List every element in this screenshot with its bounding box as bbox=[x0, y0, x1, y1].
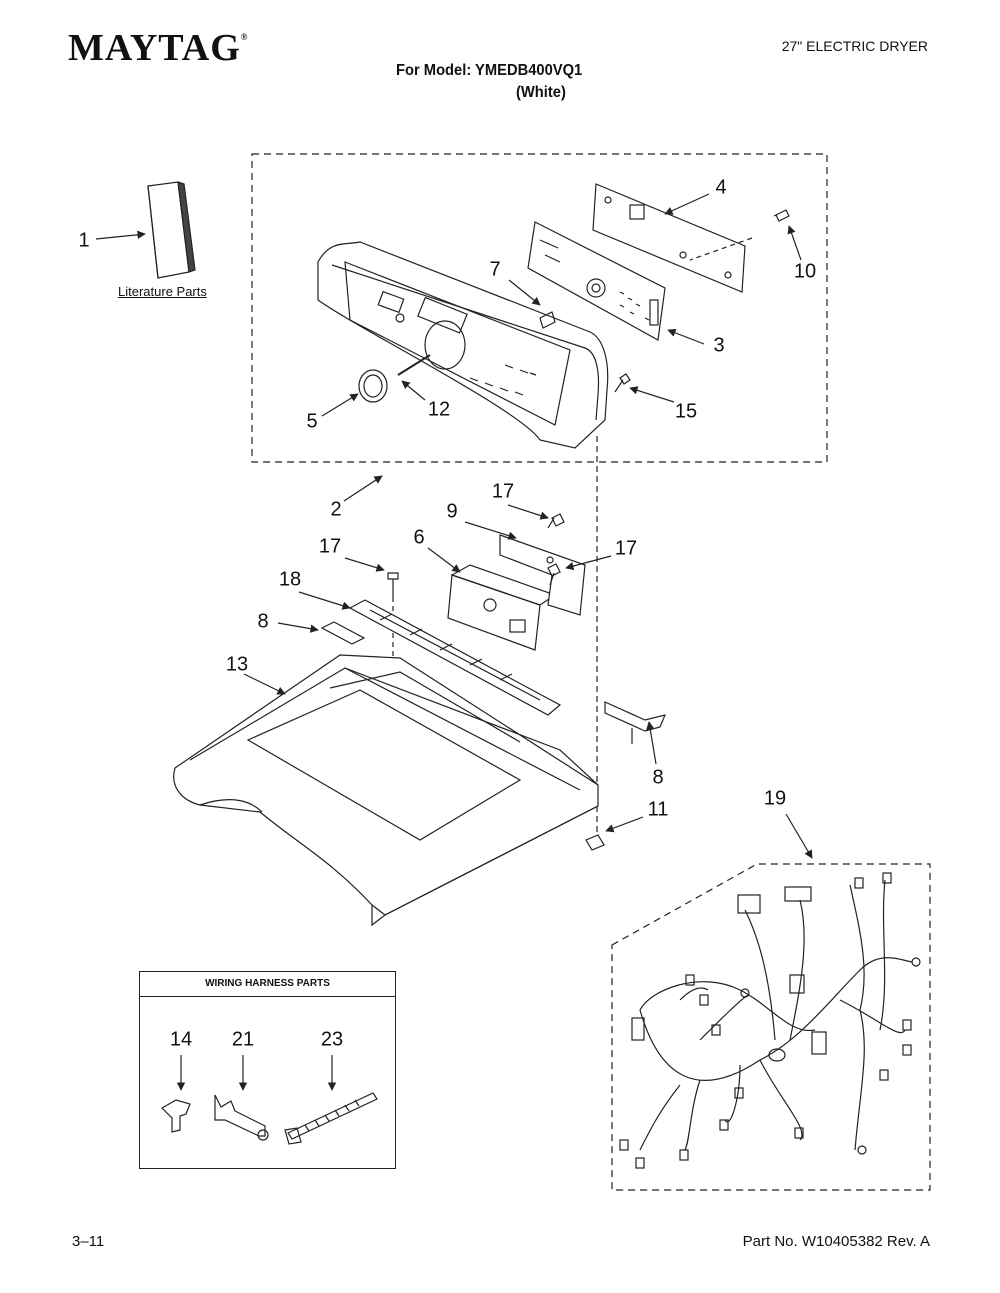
console-rear-panel-part bbox=[592, 183, 746, 293]
product-title: 27" ELECTRIC DRYER bbox=[781, 38, 928, 54]
screw-17-part bbox=[547, 513, 565, 529]
literature-booklet-part bbox=[147, 181, 196, 279]
callout-6: 6 bbox=[413, 526, 425, 549]
wire-connector-part bbox=[214, 1094, 269, 1141]
callout-11: 11 bbox=[647, 798, 669, 821]
callout-1: 1 bbox=[78, 229, 90, 252]
wire-clip-part bbox=[161, 1099, 191, 1133]
callout-14: 14 bbox=[169, 1028, 193, 1051]
callout-19: 19 bbox=[763, 787, 787, 810]
screw-10-part bbox=[773, 209, 790, 222]
screw-11-part bbox=[585, 834, 605, 851]
screw-17-part bbox=[387, 572, 399, 597]
wiring-harness-part bbox=[619, 872, 921, 1169]
control-console-part bbox=[317, 241, 609, 449]
callout-17a: 17 bbox=[491, 480, 515, 503]
revision-date: 3–11 bbox=[72, 1233, 105, 1250]
callout-17b: 17 bbox=[318, 535, 342, 558]
screw-15-part bbox=[614, 373, 631, 393]
hose-clip-part bbox=[604, 701, 667, 732]
model-number: For Model: YMEDB400VQ1 bbox=[396, 62, 583, 79]
callout-21: 21 bbox=[231, 1028, 255, 1051]
callout-4: 4 bbox=[715, 176, 727, 199]
cable-tie-part bbox=[284, 1092, 378, 1145]
mounting-bracket-part bbox=[499, 534, 586, 616]
knob-bezel-part bbox=[358, 369, 388, 403]
console-strip-part bbox=[348, 599, 562, 716]
callout-23: 23 bbox=[320, 1028, 344, 1051]
literature-parts-label: Literature Parts bbox=[118, 284, 207, 299]
callout-18: 18 bbox=[278, 568, 302, 591]
brand-logo: MAYTAG® bbox=[68, 27, 249, 69]
callout-8b: 8 bbox=[652, 766, 664, 789]
callout-8a: 8 bbox=[257, 610, 269, 633]
callout-17c: 17 bbox=[614, 537, 638, 560]
part-number: Part No. W10405382 Rev. A bbox=[742, 1233, 930, 1250]
top-panel-part bbox=[173, 654, 599, 927]
callout-13: 13 bbox=[225, 653, 249, 676]
callout-5: 5 bbox=[306, 410, 318, 433]
callout-7: 7 bbox=[489, 258, 501, 281]
callout-10: 10 bbox=[793, 260, 817, 283]
wiring-harness-parts-title: WIRING HARNESS PARTS bbox=[140, 972, 395, 997]
callout-15: 15 bbox=[674, 400, 698, 423]
callout-12: 12 bbox=[427, 398, 451, 421]
shaft-spring-part bbox=[397, 354, 431, 376]
hose-clip-part bbox=[320, 621, 366, 645]
harness-group-box bbox=[611, 863, 931, 1191]
callout-2: 2 bbox=[330, 498, 342, 521]
model-color: (White) bbox=[516, 84, 566, 101]
machine-control-board-part bbox=[447, 564, 557, 651]
knob-part bbox=[539, 311, 556, 329]
callout-9: 9 bbox=[446, 500, 458, 523]
callout-3: 3 bbox=[713, 334, 725, 357]
console-group-box bbox=[251, 153, 828, 463]
wiring-harness-parts-box: WIRING HARNESS PARTS bbox=[139, 971, 396, 1169]
user-interface-board-part bbox=[527, 221, 666, 341]
screw-17-part bbox=[547, 563, 561, 586]
